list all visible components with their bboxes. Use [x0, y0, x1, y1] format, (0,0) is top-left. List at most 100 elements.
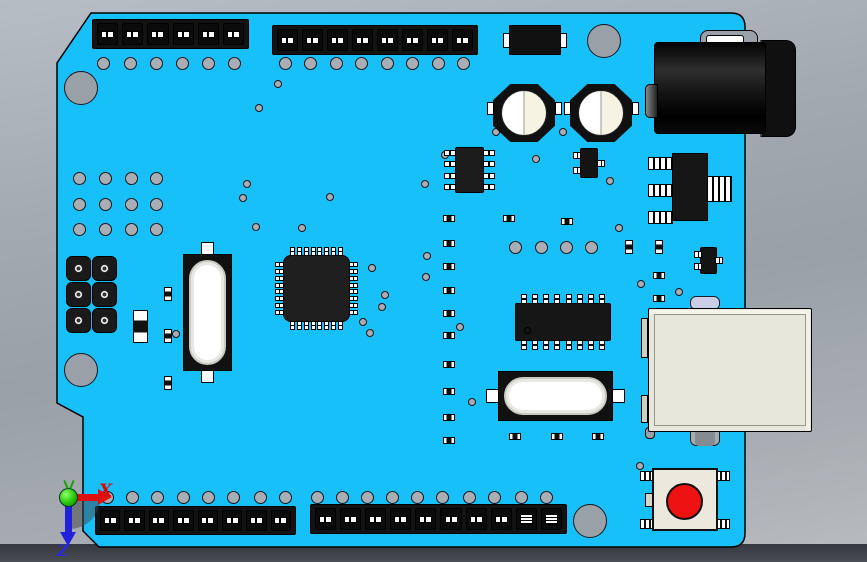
vertical-resistor [133, 310, 148, 343]
regulator-lead [648, 157, 673, 170]
power-barrel-jack[interactable] [654, 42, 766, 134]
crystal-body [504, 377, 607, 415]
solder-pad [124, 57, 137, 70]
solder-pad [99, 223, 112, 236]
chip-passive [503, 215, 515, 222]
via [366, 329, 374, 337]
chip-pin [296, 247, 302, 256]
chip-pin [587, 294, 594, 304]
chip-pin [483, 161, 495, 168]
chip-pin [444, 172, 456, 179]
chip-passive [653, 295, 665, 302]
chip-pin [483, 183, 495, 190]
chip-passive [443, 332, 455, 339]
chip-pin [565, 294, 572, 304]
header-pin [315, 508, 337, 530]
sot23-transistor-1[interactable] [573, 148, 605, 178]
pin-hole [100, 290, 109, 299]
diode-lead [560, 33, 567, 48]
header-pin [197, 510, 218, 531]
soic8-chip[interactable] [444, 147, 495, 193]
usb-front-lip [641, 395, 648, 423]
crystal-lead [486, 389, 499, 403]
mcu-qfp32-chip[interactable] [275, 247, 358, 330]
electrolytic-capacitor-1[interactable] [487, 83, 562, 145]
via [359, 318, 367, 326]
header-pin [440, 508, 462, 530]
solder-pad [125, 223, 138, 236]
soic16-chip[interactable] [515, 294, 611, 350]
chip-pin [317, 321, 323, 330]
crystal-body [189, 260, 226, 365]
regulator-tab [707, 176, 732, 202]
chip-pin [275, 268, 284, 274]
via [378, 303, 386, 311]
chip-pin [290, 321, 295, 330]
usb-b-connector[interactable] [648, 308, 812, 432]
via [615, 224, 623, 232]
chip-passive [509, 433, 521, 440]
icsp-pin [92, 256, 117, 281]
pin-header-bottom-left[interactable] [95, 506, 296, 535]
capacitor-lead [564, 102, 571, 115]
solder-pad [386, 491, 399, 504]
chip-pin [521, 294, 527, 304]
chip-passive [443, 263, 455, 270]
chip-pin [576, 294, 583, 304]
crystal-oscillator-vertical[interactable] [183, 242, 232, 383]
crystal-oscillator-horizontal[interactable] [486, 371, 625, 421]
solder-pad [202, 57, 215, 70]
chip-passive [443, 388, 455, 395]
chip-pin [349, 262, 358, 267]
via [636, 462, 644, 470]
via [274, 80, 282, 88]
via [243, 180, 251, 188]
via [423, 252, 431, 260]
via [422, 273, 430, 281]
crystal-lead [201, 242, 214, 255]
solder-pad [515, 491, 528, 504]
solder-pad [279, 57, 292, 70]
capacitor-lead [487, 102, 494, 115]
pin-hole [74, 264, 83, 273]
chip-pin [483, 172, 495, 179]
chip-pin [317, 247, 323, 256]
solder-pad [330, 57, 343, 70]
electrolytic-capacitor-2[interactable] [564, 83, 639, 145]
chip-pin [349, 289, 358, 295]
sot23-transistor-2[interactable] [694, 247, 723, 274]
chip-pin [444, 150, 456, 156]
reset-button-cap[interactable] [666, 483, 703, 520]
solder-pad [336, 491, 349, 504]
header-pin [365, 508, 387, 530]
solder-pad [279, 491, 292, 504]
axis-z-arrowhead [60, 532, 76, 546]
via [456, 323, 464, 331]
soic16-pins-bottom [521, 340, 605, 350]
solder-pad [463, 491, 476, 504]
icsp-header[interactable] [66, 256, 117, 333]
usb-shell-highlight [650, 310, 810, 314]
mounting-hole [64, 353, 98, 387]
axis-x-arrowhead [98, 489, 112, 505]
chip-pin [303, 321, 309, 330]
pin-hole [74, 316, 83, 325]
smd-diode[interactable] [503, 25, 567, 55]
capacitor-top [578, 90, 624, 136]
pin-header-bottom-right[interactable] [310, 504, 567, 534]
header-pin [97, 23, 119, 45]
usb-shell-highlight [806, 310, 810, 430]
solder-pad [99, 172, 112, 185]
chip-pin [349, 268, 358, 274]
chip-pin [349, 309, 358, 315]
voltage-regulator-sot223[interactable] [648, 153, 732, 224]
solder-pad [406, 57, 419, 70]
chip-passive [592, 433, 604, 440]
pin-header-top-right[interactable] [272, 25, 478, 55]
chip-passive [164, 376, 172, 390]
pin-hole [100, 264, 109, 273]
solder-pad [457, 57, 470, 70]
solder-pad [99, 198, 112, 211]
pin-header-top-left[interactable] [92, 19, 249, 49]
